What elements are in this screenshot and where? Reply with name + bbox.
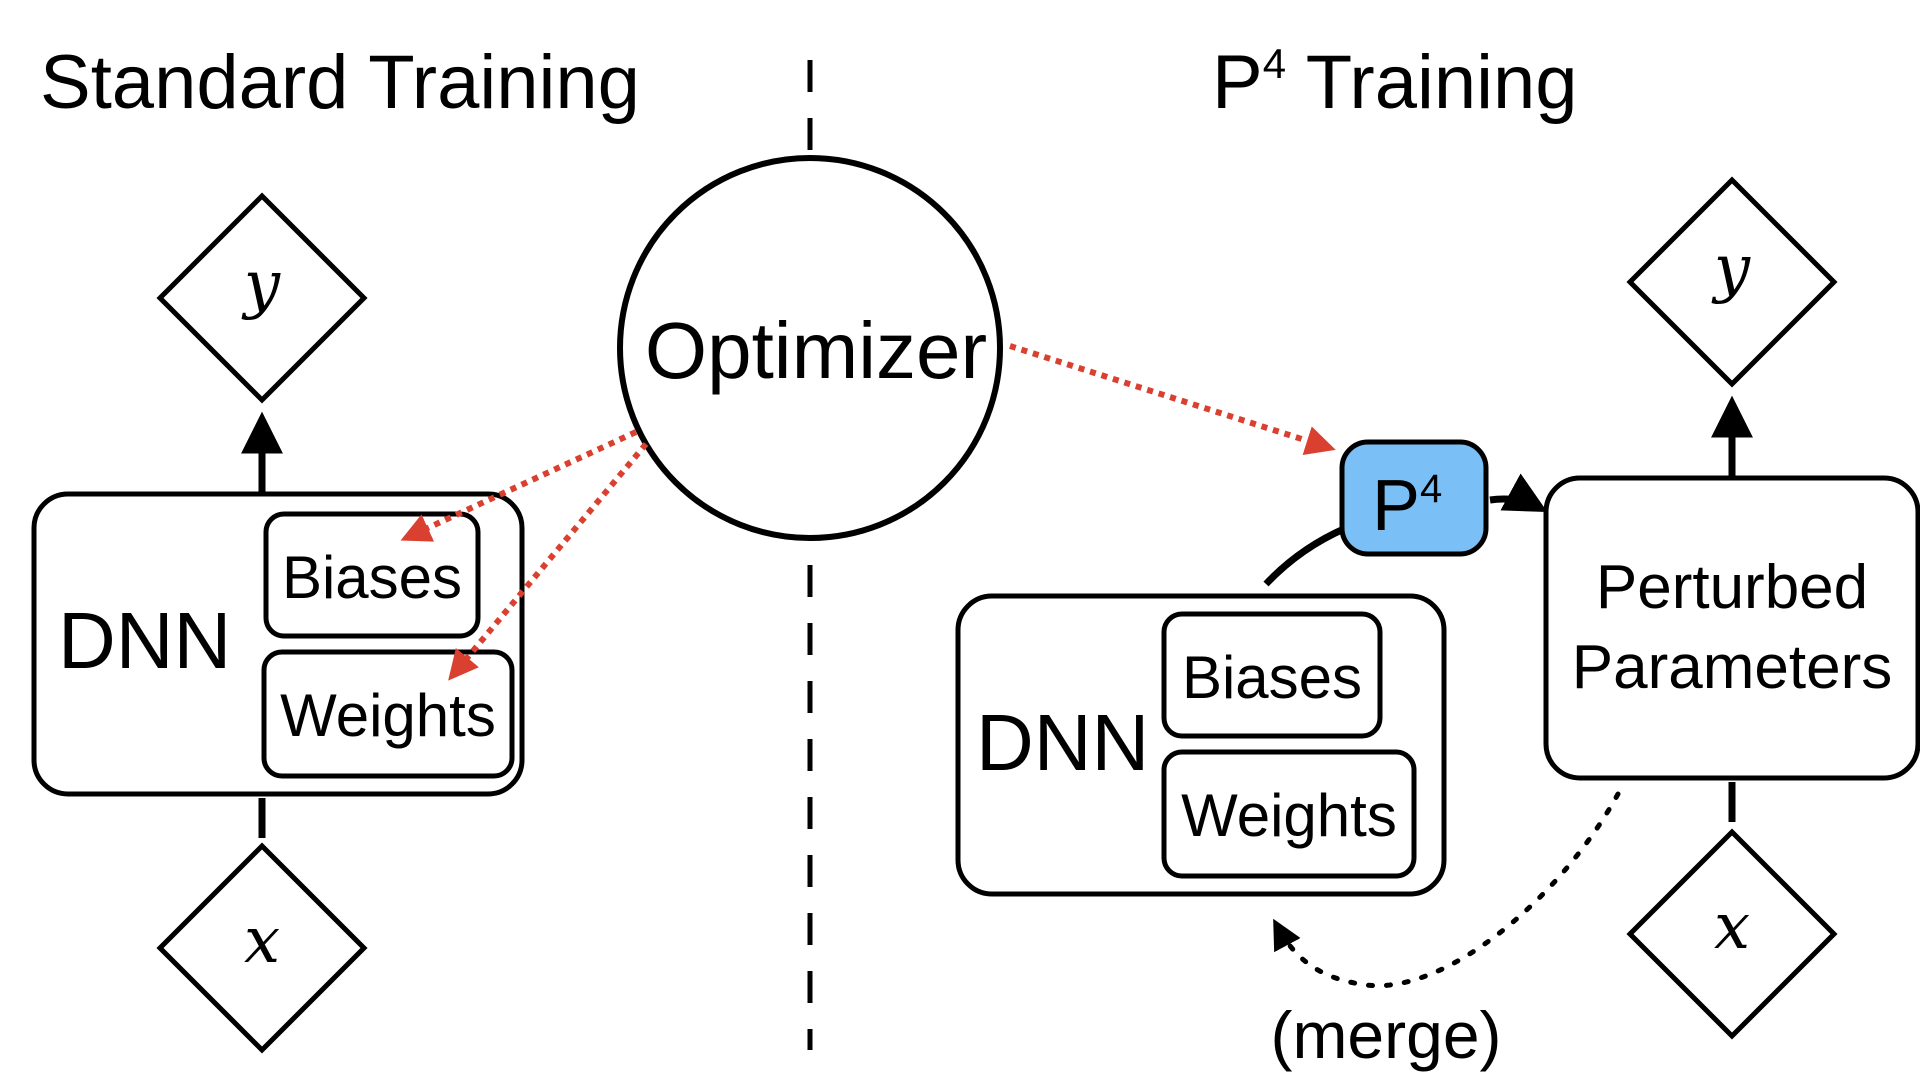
- p4-training-title: P4 Training: [1212, 40, 1578, 125]
- right-output-diamond: [1626, 176, 1838, 388]
- right-weights-label: Weights: [1181, 782, 1397, 849]
- title-suffix: Training: [1286, 40, 1578, 125]
- left-output-diamond: [156, 192, 368, 404]
- p4-to-perturbed-arrow: [1489, 473, 1548, 513]
- left-weights-label: Weights: [280, 682, 496, 749]
- optimizer-node: [617, 155, 1003, 541]
- right-input-label: x: [1714, 890, 1750, 964]
- right-weights-box: [1161, 749, 1417, 879]
- left-input-diamond: [156, 842, 368, 1054]
- optimizer-to-left-weights-arrow: [448, 442, 649, 681]
- left-weights-box: [261, 649, 515, 779]
- right-input-diamond: [1626, 828, 1838, 1040]
- perturbed-parameters-box: [1543, 475, 1920, 781]
- left-biases-box: [263, 511, 481, 639]
- standard-training-title: Standard Training: [40, 40, 640, 125]
- right-output-label: y: [1711, 232, 1751, 306]
- perturbed-line1: Perturbed: [1596, 553, 1868, 622]
- right-biases-label: Biases: [1182, 644, 1362, 711]
- left-dnn-label: DNN: [58, 596, 231, 685]
- right-biases-box: [1161, 611, 1383, 739]
- dnn-to-p4-connector: [1263, 524, 1348, 587]
- title-p: P: [1212, 40, 1263, 125]
- merge-arrow: [1273, 791, 1621, 989]
- left-output-label: y: [241, 248, 281, 322]
- left-biases-label: Biases: [282, 544, 462, 611]
- merge-label: (merge): [1270, 998, 1501, 1072]
- p4-box-p: P: [1372, 466, 1420, 546]
- p4-box: [1339, 439, 1489, 557]
- p4-box-superscript: 4: [1420, 467, 1442, 511]
- optimizer-label: Optimizer: [645, 306, 987, 395]
- perturbed-line2: Parameters: [1572, 633, 1892, 702]
- left-input-label: x: [244, 904, 280, 978]
- right-dnn-label: DNN: [976, 698, 1149, 787]
- optimizer-to-p4-arrow: [1009, 343, 1336, 456]
- p4-box-label: P4: [1372, 466, 1442, 546]
- title-superscript: 4: [1263, 40, 1286, 87]
